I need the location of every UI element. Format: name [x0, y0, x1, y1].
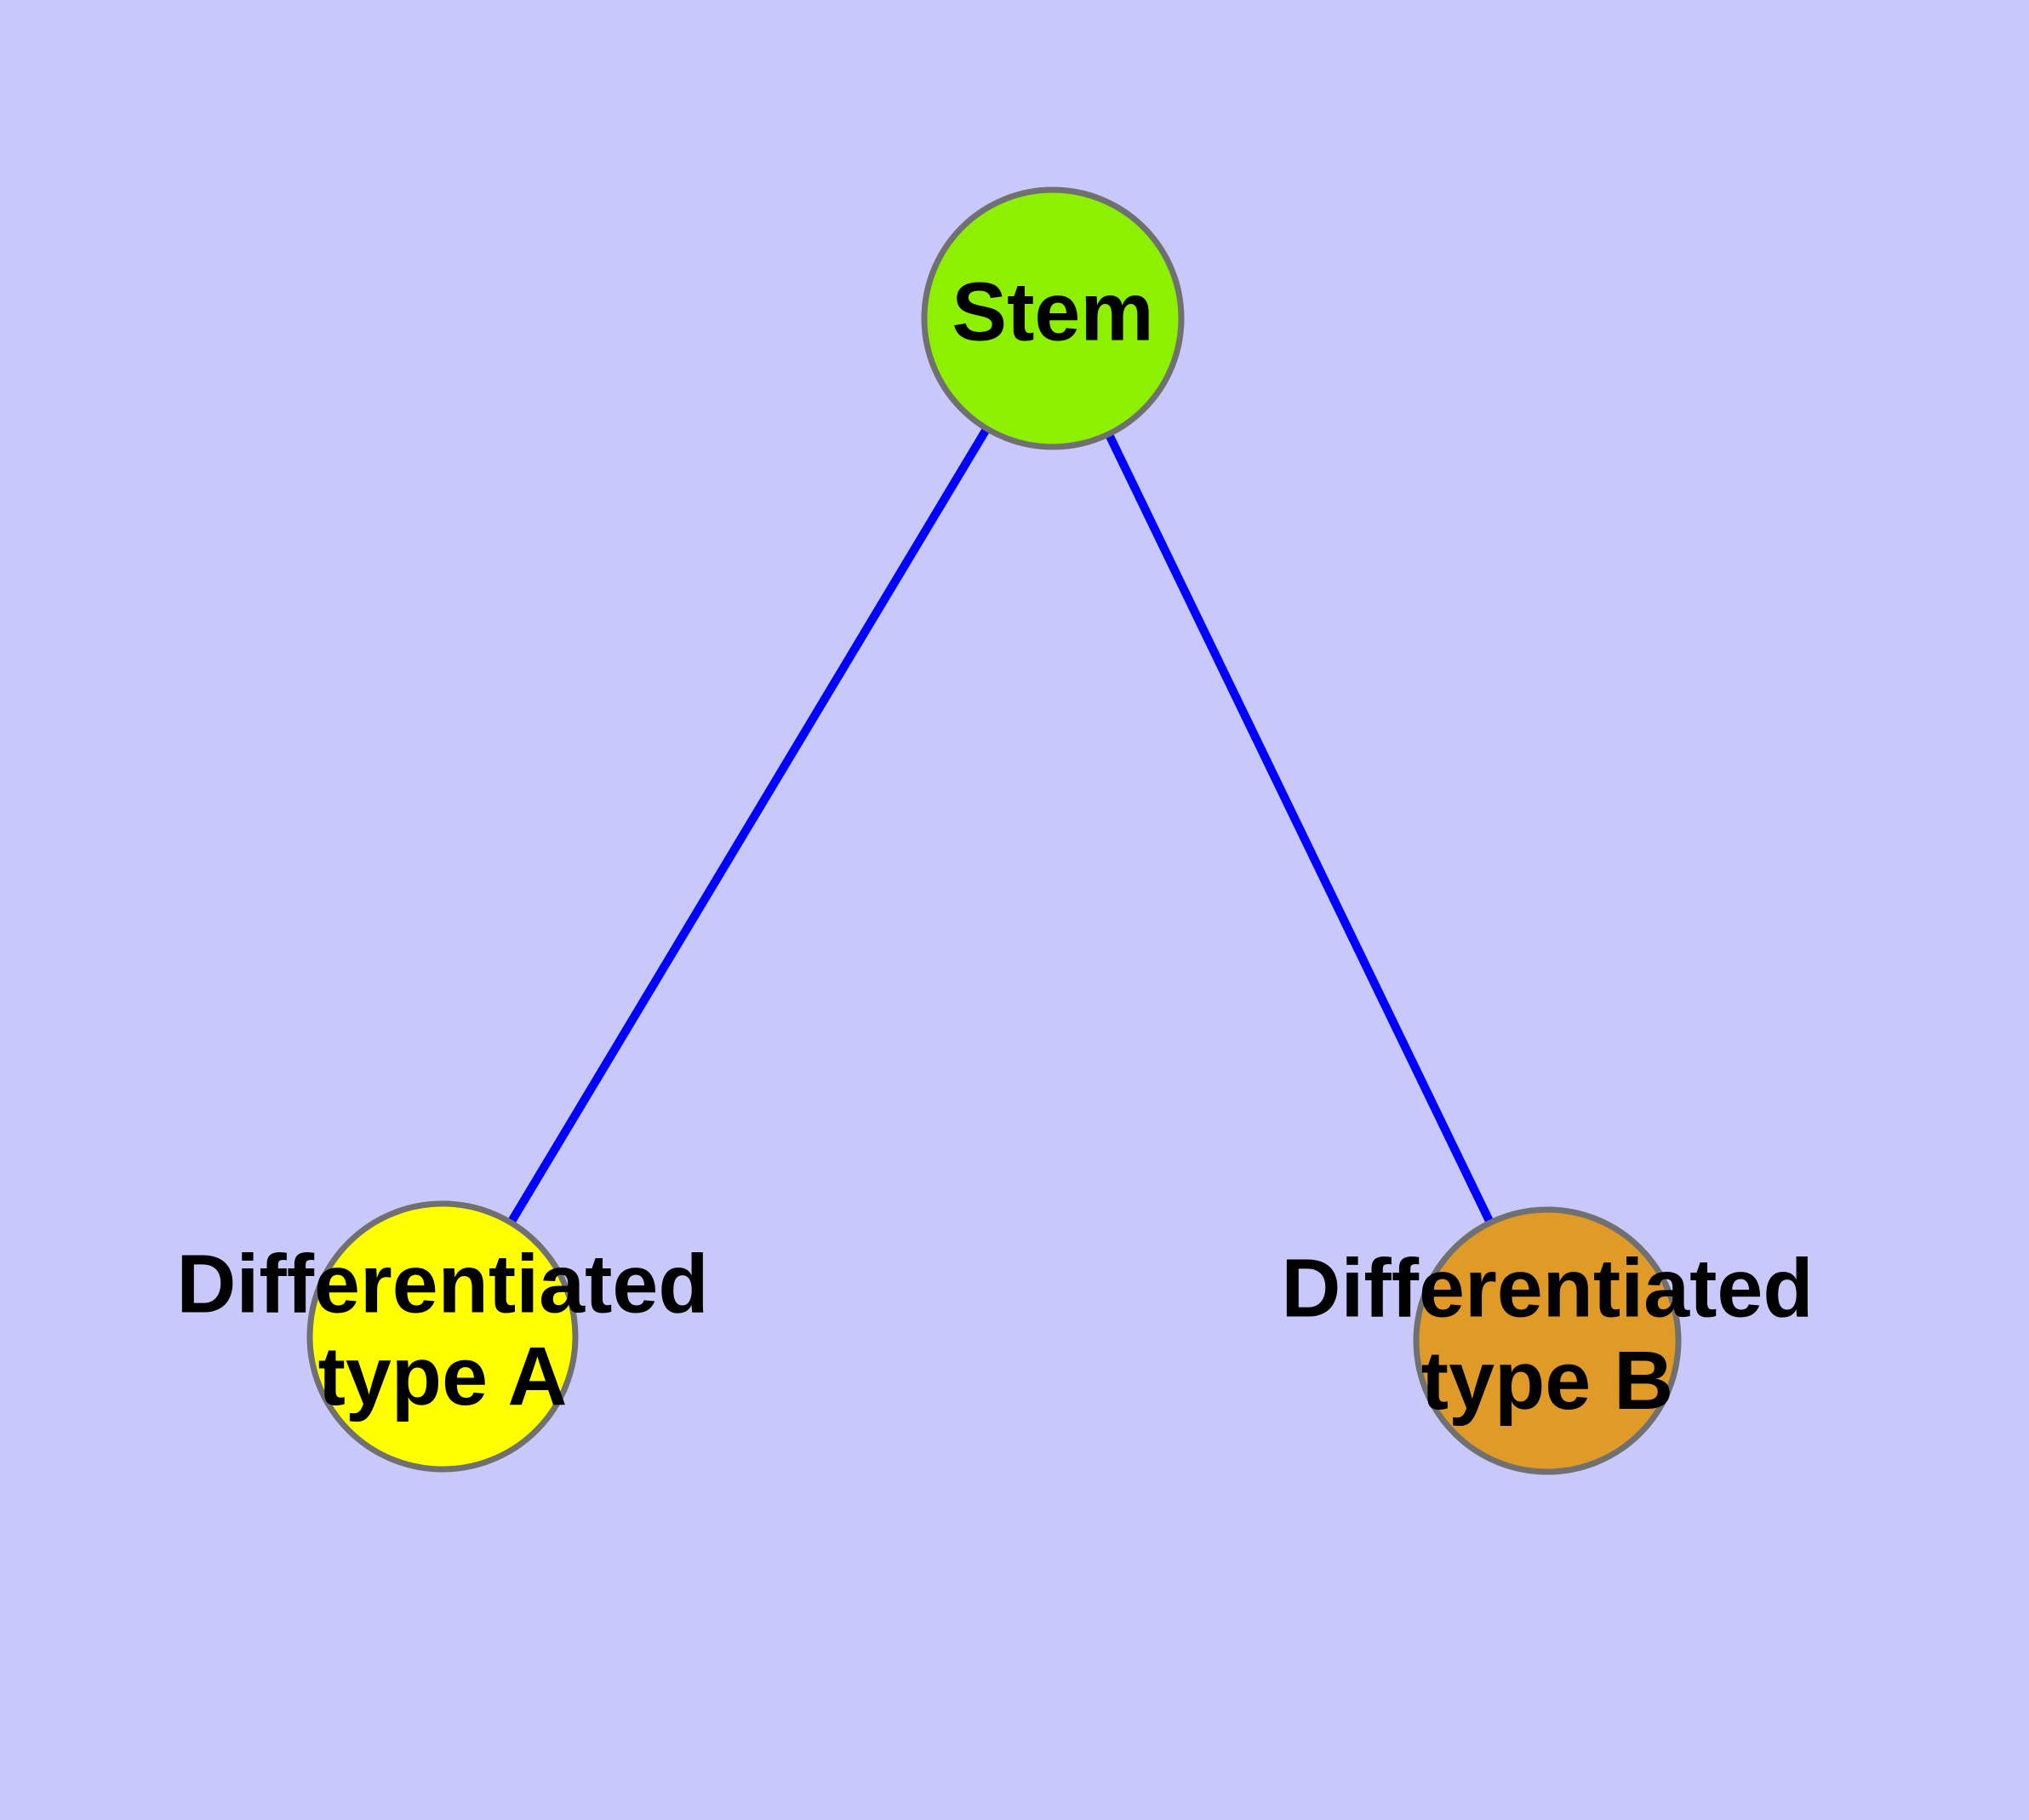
graph-edge-stem-to-diff-b[interactable]	[1049, 316, 1552, 1343]
edge-layer	[438, 316, 1552, 1343]
node-label-stem-line-1: Stem	[952, 266, 1153, 358]
node-circle-diff_b[interactable]	[1413, 1206, 1682, 1475]
node-label-diff_b-line-2: type B	[1421, 1334, 1673, 1427]
graph-node-stem[interactable]: Stem	[921, 186, 1185, 450]
node-label-diff_a-line-2: type A	[318, 1330, 568, 1422]
node-label-diff_a-line-1: Differentiated	[176, 1237, 708, 1330]
graph-edge-stem-to-diff-a[interactable]	[438, 316, 1057, 1339]
node-circle-stem[interactable]	[921, 186, 1185, 450]
node-label-diff_b-line-1: Differentiated	[1281, 1241, 1813, 1334]
node-circle-diff_a[interactable]	[306, 1200, 579, 1473]
